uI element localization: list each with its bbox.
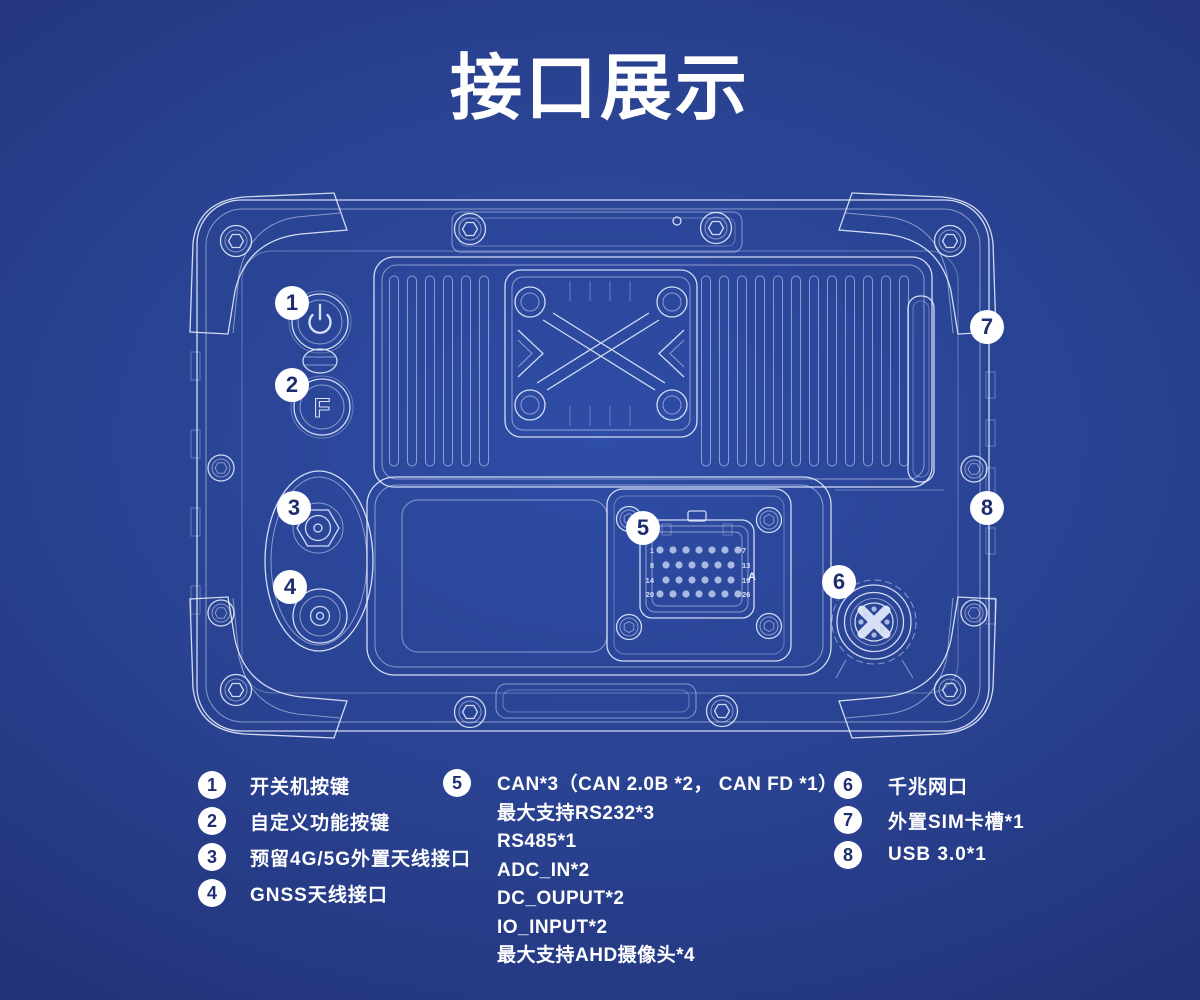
callout-3: 3 <box>277 491 311 525</box>
top-mount-bar <box>451 211 743 253</box>
callout-1: 1 <box>275 286 309 320</box>
callout-4: 4 <box>273 570 307 604</box>
hatch-texture <box>401 499 608 653</box>
power-button <box>288 290 352 354</box>
legend-item-usb: 8 USB 3.0*1 <box>834 841 1025 869</box>
legend-badge-4: 4 <box>198 879 226 907</box>
callout-5-number: 5 <box>636 515 650 540</box>
callout-7-number: 7 <box>980 314 994 339</box>
vesa-mount-plate <box>504 269 698 438</box>
callout-5: 5 <box>626 511 660 545</box>
pin-label: 26 <box>742 590 750 599</box>
legend-item-sim: 7 外置SIM卡槽*1 <box>834 806 1025 834</box>
pin-label: 20 <box>646 590 654 599</box>
legend-line-ahd: 最大支持AHD摄像头*4 <box>497 945 696 966</box>
callout-2-number: 2 <box>285 372 299 397</box>
legend-badge-6: 6 <box>834 771 862 799</box>
pin-label: 13 <box>742 561 750 570</box>
gnss-antenna-port <box>292 588 348 644</box>
legend-badge-1: 1 <box>198 771 226 799</box>
pin-label: 14 <box>646 576 655 585</box>
legend-line-rs485: RS485*1 <box>497 831 577 852</box>
function-button-label: F <box>314 393 331 423</box>
legend-item-function: 2 自定义功能按键 <box>198 807 471 835</box>
legend-label-usb: USB 3.0*1 <box>888 844 987 865</box>
callout-3-number: 3 <box>287 495 301 520</box>
legend-item-power: 1 开关机按键 <box>198 771 471 799</box>
callout-8-number: 8 <box>980 495 994 520</box>
legend-label-power: 开关机按键 <box>250 776 351 798</box>
pin-label: 1 <box>650 546 654 555</box>
callout-4-number: 4 <box>283 574 297 599</box>
legend-column-right: 6 千兆网口 7 外置SIM卡槽*1 8 USB 3.0*1 <box>834 771 1025 876</box>
function-button: F <box>290 375 354 439</box>
legend-badge-3: 3 <box>198 843 226 871</box>
page-title: 接口展示 <box>449 49 750 129</box>
legend-item-io: CAN*3（CAN 2.0B *2， CAN FD *1） 最大支持RS232*… <box>497 771 838 971</box>
bottom-io-panel: 1 7 8 13 14 19 20 26 A <box>366 476 832 676</box>
m12-ethernet-connector <box>831 579 917 679</box>
heatsink <box>373 256 933 488</box>
legend-label-gnss: GNSS天线接口 <box>250 884 388 906</box>
legend-item-ethernet: 6 千兆网口 <box>834 771 1025 799</box>
corner-bumpers <box>189 192 997 739</box>
legend-line-dc: DC_OUPUT*2 <box>497 888 625 909</box>
edge-screws <box>207 454 988 627</box>
edge-notches <box>190 351 996 625</box>
legend-label-sim: 外置SIM卡槽*1 <box>888 811 1025 833</box>
callout-8: 8 <box>970 491 1004 525</box>
legend-badge-2: 2 <box>198 807 226 835</box>
pin-label: 19 <box>742 576 750 585</box>
io-connector-plate: 1 7 8 13 14 19 20 26 A <box>606 488 792 662</box>
callout-6: 6 <box>822 565 856 599</box>
legend-item-antenna: 3 预留4G/5G外置天线接口 <box>198 843 471 871</box>
callout-6-number: 6 <box>832 569 846 594</box>
multipin-connector: 1 7 8 13 14 19 20 26 A <box>639 510 756 619</box>
legend-line-rs232: 最大支持RS232*3 <box>497 802 655 824</box>
pin-label: 7 <box>742 546 746 555</box>
connector-pins <box>656 546 742 598</box>
pin-label: 8 <box>650 561 654 570</box>
legend-line-adc: ADC_IN*2 <box>497 859 590 881</box>
speaker-grille-icon <box>302 348 338 374</box>
sim-cover <box>907 295 935 483</box>
legend-label-antenna: 预留4G/5G外置天线接口 <box>250 848 471 870</box>
legend-badge-8: 8 <box>834 841 862 869</box>
callout-7: 7 <box>970 310 1004 344</box>
legend-line-can: CAN*3（CAN 2.0B *2， CAN FD *1） <box>497 774 838 795</box>
device-body-outline <box>196 199 990 732</box>
power-icon <box>308 303 332 334</box>
legend-badge-7: 7 <box>834 806 862 834</box>
connector-marker: A <box>748 571 756 583</box>
bottom-mount-bar <box>453 683 739 729</box>
legend-label-ethernet: 千兆网口 <box>888 776 969 798</box>
legend-column-left: 1 开关机按键 2 自定义功能按键 3 预留4G/5G外置天线接口 4 GNSS… <box>198 771 471 915</box>
callout-1-number: 1 <box>285 290 299 315</box>
external-antenna-port <box>292 502 344 554</box>
legend-badge-5: 5 <box>443 769 471 797</box>
legend-label-function: 自定义功能按键 <box>250 812 391 834</box>
callout-2: 2 <box>275 368 309 402</box>
legend-line-io: IO_INPUT*2 <box>497 916 608 938</box>
legend-item-gnss: 4 GNSS天线接口 <box>198 879 471 907</box>
